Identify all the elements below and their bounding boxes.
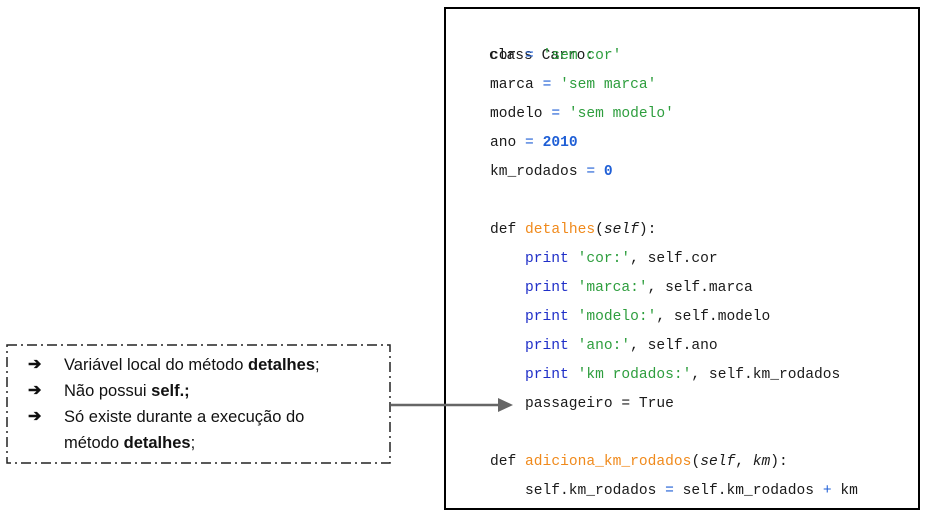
print-keyword: print [525, 309, 569, 325]
attr-name: marca [490, 77, 534, 93]
print-line-km-rodados: print 'km rodados:', self.km_rodados [525, 361, 840, 390]
note-text-tail: ; [315, 356, 320, 374]
print-line-ano: print 'ano:', self.ano [525, 332, 718, 361]
assign-operator: = [525, 48, 534, 64]
attr-name: ano [490, 135, 517, 151]
print-args: , self.km_rodados [691, 367, 841, 383]
assign-operator: = [542, 77, 552, 93]
print-string: 'km rodados:' [577, 367, 692, 383]
note-text-plain: Variável local do método [64, 356, 249, 374]
note-item-text: Não possui self.; [64, 378, 190, 404]
def-keyword: def [490, 454, 517, 470]
attr-line-km-rodados: km_rodados = 0 [490, 158, 613, 187]
method-param: km [752, 454, 771, 470]
print-args: , self.cor [630, 251, 718, 267]
attr-line-ano: ano = 2010 [490, 129, 578, 158]
attr-name: cor [490, 48, 517, 64]
km-update-line: self.km_rodados = self.km_rodados + km [525, 477, 858, 506]
attr-name: km_rodados [490, 164, 578, 180]
method-name: adiciona_km_rodados [525, 454, 692, 470]
attr-value: 2010 [542, 135, 578, 151]
method-def-detalhes: def detalhes(self): [490, 222, 657, 238]
note-text-plain: Não possui [64, 382, 152, 400]
class-declaration: class Carro: [454, 13, 594, 64]
print-keyword: print [525, 280, 569, 296]
print-string: 'marca:' [577, 280, 648, 296]
assign-source: self.km_rodados [682, 483, 815, 499]
attr-value: 'sem marca' [560, 77, 657, 93]
print-args: , self.modelo [656, 309, 771, 325]
note-text-bold: detalhes [123, 434, 191, 452]
assign-operator: = [586, 164, 596, 180]
assign-operator: = [551, 106, 561, 122]
attr-value: 'sem modelo' [568, 106, 674, 122]
print-line-cor: print 'cor:', self.cor [525, 245, 718, 274]
right-arrow-icon: ➔ [28, 382, 42, 399]
print-keyword: print [525, 251, 569, 267]
class-declaration-text: class Carro: [489, 48, 595, 64]
method-name: detalhes [525, 222, 596, 238]
note-dashdot-border [6, 344, 391, 464]
annotation-note: ➔ Variável local do método detalhes; ➔ N… [6, 344, 391, 464]
method-def-adiciona-km: def adiciona_km_rodados(self, km): [490, 454, 788, 470]
right-arrow-icon: ➔ [28, 356, 42, 373]
print-line-modelo: print 'modelo:', self.modelo [525, 303, 770, 332]
attr-line-modelo: modelo = 'sem modelo' [490, 100, 674, 129]
def-keyword: def [490, 222, 517, 238]
method-param: self [603, 222, 639, 238]
local-variable-text: passageiro = True [525, 396, 674, 412]
print-string: 'cor:' [577, 251, 631, 267]
assign-addend: km [840, 483, 858, 499]
attr-line-cor: cor = 'sem cor' [490, 42, 621, 71]
note-text-plain: método [64, 434, 124, 452]
note-text-bold: detalhes [248, 356, 315, 374]
attr-value: 'sem cor' [542, 48, 622, 64]
local-variable-line: passageiro = True [525, 390, 674, 419]
assign-operator: = [525, 135, 534, 151]
print-line-marca: print 'marca:', self.marca [525, 274, 753, 303]
print-keyword: print [525, 367, 569, 383]
note-text-tail: ; [190, 434, 196, 452]
print-string: 'ano:' [577, 338, 631, 354]
print-string: 'modelo:' [577, 309, 657, 325]
note-item-text: Só existe durante a execução do [64, 408, 305, 426]
arrowhead-icon [498, 398, 513, 412]
method-param: self [700, 454, 736, 470]
assign-operator: = [665, 483, 674, 499]
attr-name: modelo [490, 106, 543, 122]
note-text-bold: self.; [151, 382, 190, 400]
print-keyword: print [525, 338, 569, 354]
assign-target: self.km_rodados [525, 483, 657, 499]
attr-value: 0 [603, 164, 613, 180]
attr-line-marca: marca = 'sem marca' [490, 71, 656, 100]
note-item-text: método detalhes; [64, 430, 195, 456]
plus-operator: + [822, 483, 832, 499]
note-item-text: Variável local do método detalhes; [64, 352, 320, 378]
print-args: , self.marca [647, 280, 753, 296]
right-arrow-icon: ➔ [28, 408, 42, 425]
print-args: , self.ano [630, 338, 718, 354]
code-panel: class Carro: cor = 'sem cor' marca = 'se… [444, 7, 920, 510]
